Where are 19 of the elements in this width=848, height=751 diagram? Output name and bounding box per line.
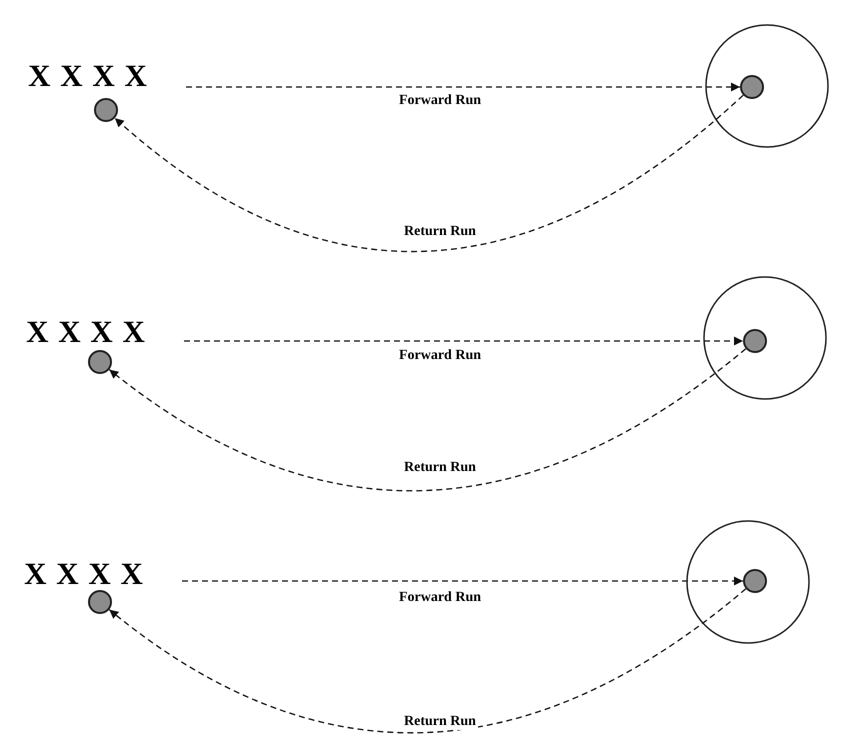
ball-marker [743,569,767,593]
arrow [108,348,746,492]
ball-marker [88,350,112,374]
ball-marker [743,329,767,353]
player-row-label: X X X X [10,314,162,350]
target-circle [703,276,827,400]
target-circle [705,24,829,148]
player-row-label: X X X X [8,556,160,592]
arrow [108,588,746,734]
ball-marker [94,98,118,122]
arrow [186,82,740,92]
arrow [114,94,744,252]
player-row-label: X X X X [12,58,164,94]
arrow [184,336,743,346]
ball-marker [88,590,112,614]
target-circle [686,520,810,644]
ball-marker [740,75,764,99]
edge-label: Return Run [402,714,478,730]
arrow [182,576,743,586]
